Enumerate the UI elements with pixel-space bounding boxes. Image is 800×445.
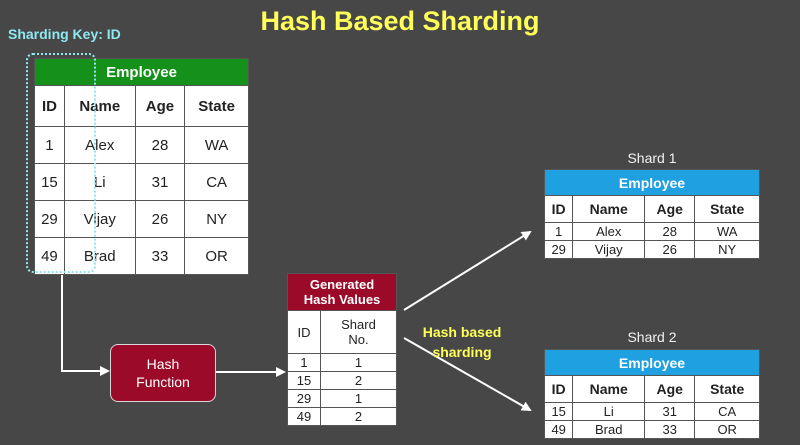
cell-id: 49: [34, 237, 65, 275]
cell-age: 33: [644, 420, 696, 439]
shard1-table-title: Employee: [544, 169, 760, 196]
table-row: 15 Li 31 CA: [543, 402, 760, 421]
column-header-name: Name: [572, 375, 646, 403]
hash-table-title-line2: Hash Values: [303, 292, 381, 307]
arrow-to-shard1: [403, 230, 532, 311]
cell-id: 29: [543, 240, 574, 259]
column-header-age: Age: [134, 85, 186, 127]
cell-id: 29: [287, 389, 321, 408]
cell-age: 26: [644, 240, 696, 259]
hash-table-title-line1: Generated: [309, 277, 375, 292]
cell-name: Brad: [572, 420, 646, 439]
column-header-state: State: [184, 85, 249, 127]
table-row: 1 Alex 28 WA: [543, 222, 760, 241]
cell-state: CA: [694, 402, 760, 421]
cell-age: 31: [644, 402, 696, 421]
cell-name: Vijay: [63, 200, 136, 238]
cell-id: 49: [543, 420, 574, 439]
shard1-table: Employee ID Name Age State 1 Alex 28 WA …: [543, 169, 760, 259]
table-row: 29 Vijay 26 NY: [543, 240, 760, 259]
column-header-age: Age: [644, 375, 696, 403]
hash-based-label-line1: Hash based: [422, 324, 502, 340]
cell-state: WA: [694, 222, 760, 241]
table-row: 29 Vijay 26 NY: [34, 200, 249, 238]
table-row: 49 Brad 33 OR: [34, 237, 249, 275]
diagram-title: Hash Based Sharding: [260, 6, 540, 36]
column-header-age: Age: [644, 195, 696, 223]
cell-name: Vijay: [572, 240, 646, 259]
column-header-state: State: [694, 195, 760, 223]
cell-shard-no: 1: [319, 389, 398, 408]
table-row: 49 2: [287, 407, 398, 426]
employee-table-title: Employee: [34, 58, 249, 86]
hash-function-label-line1: Hash: [146, 356, 180, 372]
column-header-id: ID: [543, 195, 574, 223]
column-header-id: ID: [287, 310, 321, 354]
sharding-key-highlight: [26, 53, 96, 273]
cell-state: OR: [184, 237, 249, 275]
hash-function-box: Hash Function: [110, 344, 216, 402]
shard2-table-title: Employee: [544, 349, 760, 376]
shard-no-line2: No.: [348, 332, 369, 347]
cell-shard-no: 2: [319, 407, 398, 426]
arrow-to-shard2: [403, 337, 532, 411]
cell-state: WA: [184, 126, 249, 164]
hash-based-sharding-label: Hash based sharding: [416, 322, 508, 362]
shard2-label: Shard 2: [627, 329, 677, 345]
cell-age: 28: [644, 222, 696, 241]
table-row: 29 1: [287, 389, 398, 408]
arrow-key-to-hash-function: [61, 275, 110, 376]
cell-name: Brad: [63, 237, 136, 275]
cell-state: OR: [694, 420, 760, 439]
cell-state: NY: [184, 200, 249, 238]
hash-function-label-line2: Function: [136, 374, 190, 390]
cell-shard-no: 1: [319, 353, 398, 372]
table-row: 49 Brad 33 OR: [543, 420, 760, 439]
cell-id: 15: [543, 402, 574, 421]
shard-no-line1: Shard: [341, 317, 376, 332]
cell-name: Li: [572, 402, 646, 421]
shard1-label: Shard 1: [627, 150, 677, 166]
cell-name: Alex: [572, 222, 646, 241]
cell-id: 29: [34, 200, 65, 238]
hash-table-title: Generated Hash Values: [287, 273, 397, 311]
cell-id: 1: [543, 222, 574, 241]
cell-id: 15: [287, 371, 321, 390]
column-header-id: ID: [543, 375, 574, 403]
table-row: 1 Alex 28 WA: [34, 126, 249, 164]
column-header-name: Name: [63, 85, 136, 127]
cell-state: CA: [184, 163, 249, 201]
column-header-state: State: [694, 375, 760, 403]
table-row: 15 2: [287, 371, 398, 390]
cell-name: Alex: [63, 126, 136, 164]
column-header-name: Name: [572, 195, 646, 223]
shard2-table: Employee ID Name Age State 15 Li 31 CA 4…: [543, 349, 760, 439]
cell-state: NY: [694, 240, 760, 259]
column-header-shard-no: Shard No.: [319, 310, 398, 354]
cell-shard-no: 2: [319, 371, 398, 390]
cell-id: 1: [287, 353, 321, 372]
hash-values-table: Generated Hash Values ID Shard No. 1 1 1…: [287, 273, 398, 426]
cell-id: 49: [287, 407, 321, 426]
cell-age: 26: [134, 200, 186, 238]
employee-table: Employee ID Name Age State 1 Alex 28 WA …: [34, 58, 249, 275]
hash-based-label-line2: sharding: [432, 344, 492, 360]
sharding-key-label: Sharding Key: ID: [8, 26, 121, 42]
table-row: 1 1: [287, 353, 398, 372]
